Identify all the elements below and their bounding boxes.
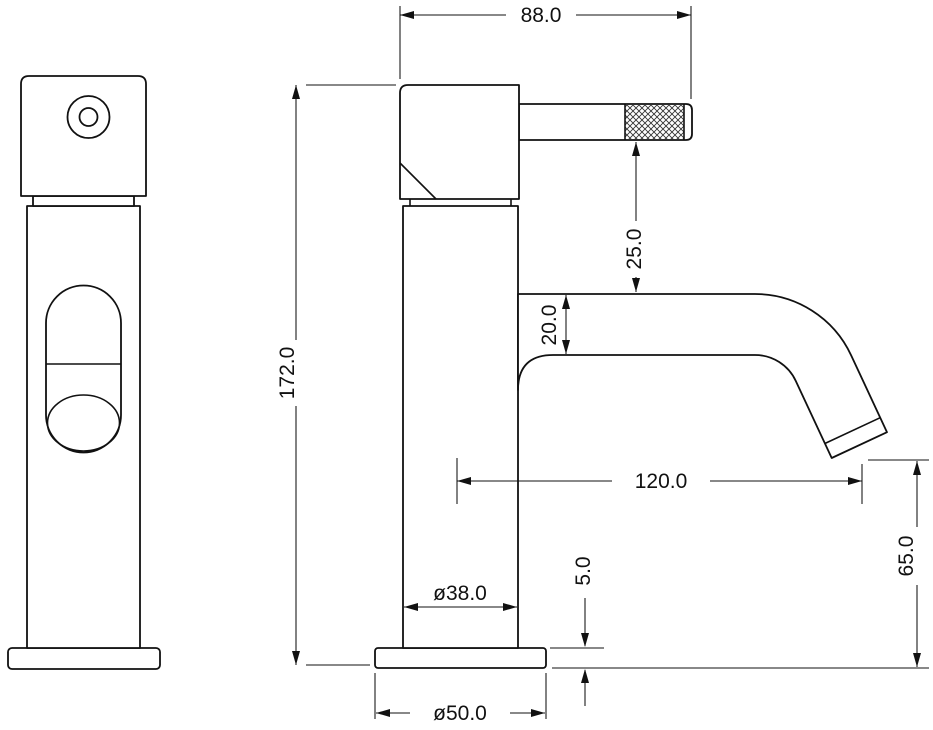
extension-lines <box>552 459 929 669</box>
side-lever-knurl-texture <box>625 105 684 139</box>
side-body <box>402 205 519 649</box>
front-base-plate <box>7 647 161 670</box>
front-view <box>7 75 161 670</box>
arrowhead-up <box>292 85 300 99</box>
front-spout-capsule <box>45 284 122 454</box>
dim-lever-gap-label: 25.0 <box>623 229 646 270</box>
arrowhead-down <box>292 651 300 665</box>
dim-spout-height: 20.0 <box>538 295 570 354</box>
extension-lines <box>306 84 396 666</box>
dim-spout-height-label: 20.0 <box>538 305 561 346</box>
side-spout-aerator-seam <box>824 416 881 445</box>
dim-spout-reach: 120.0 <box>456 458 863 504</box>
arrowhead-down <box>913 653 921 667</box>
dim-base-thickness-label: 5.0 <box>572 556 595 585</box>
front-spout-outlet-ellipse <box>46 394 121 452</box>
arrowhead-up <box>562 295 570 309</box>
arrowhead-right <box>531 709 545 717</box>
dim-outlet-height: 65.0 <box>552 459 929 669</box>
dim-base-diameter-label: ø50.0 <box>433 702 487 725</box>
dim-spout-reach-label: 120.0 <box>635 470 688 493</box>
arrowhead-right <box>848 477 862 485</box>
side-spout <box>517 293 888 459</box>
extension-lines <box>374 673 547 719</box>
arrowhead-right <box>677 11 691 19</box>
dim-body-diameter: ø38.0 <box>404 582 517 611</box>
arrowhead-up <box>913 461 921 475</box>
arrowhead-left <box>376 709 390 717</box>
dim-total-height: 172.0 <box>276 84 396 666</box>
arrowhead-down <box>581 633 589 647</box>
arrowhead-left <box>457 477 471 485</box>
arrowhead-down <box>632 278 640 292</box>
side-handle-chamfer-line <box>399 162 437 200</box>
dim-outlet-height-label: 65.0 <box>895 536 918 577</box>
arrowhead-left <box>404 603 418 611</box>
side-handle-block <box>399 84 520 200</box>
dimensions: 88.0 172.0 25.0 20.0 <box>276 4 929 725</box>
arrowhead-down <box>562 340 570 354</box>
extension-lines <box>399 6 692 99</box>
arrowhead-up <box>581 669 589 683</box>
dim-body-diameter-label: ø38.0 <box>433 582 487 605</box>
front-handle-button-inner <box>78 107 99 127</box>
side-view <box>374 84 888 669</box>
side-base-plate <box>374 647 547 669</box>
front-neck <box>32 195 135 207</box>
dim-base-diameter: ø50.0 <box>374 673 547 725</box>
arrowhead-right <box>503 603 517 611</box>
arrowhead-left <box>400 11 414 19</box>
dim-top-width-label: 88.0 <box>521 4 562 27</box>
dim-top-width: 88.0 <box>399 4 692 99</box>
dim-base-thickness: 5.0 <box>550 556 604 706</box>
dim-lever-gap: 25.0 <box>623 142 646 292</box>
dim-total-height-label: 172.0 <box>276 347 299 400</box>
arrowhead-up <box>632 142 640 156</box>
